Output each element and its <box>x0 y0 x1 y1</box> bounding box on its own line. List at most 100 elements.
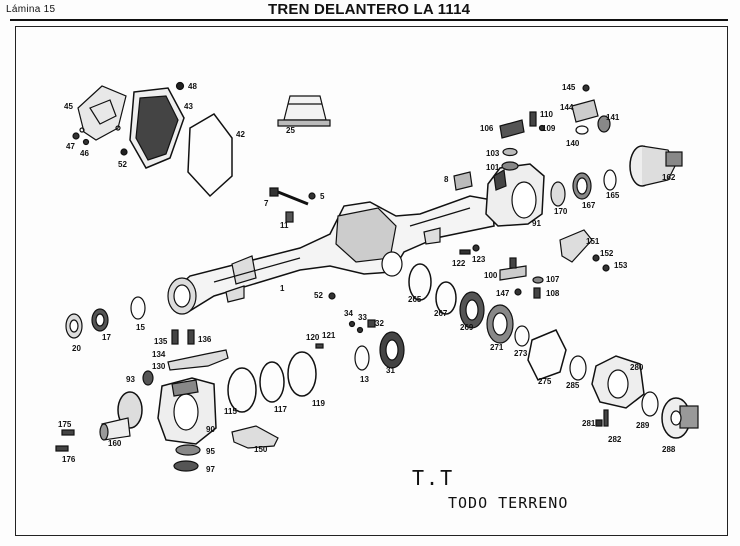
bolt-part <box>61 429 75 436</box>
part-label: 273 <box>514 349 528 358</box>
part-label: 167 <box>582 201 596 210</box>
bolt-part <box>603 409 609 427</box>
part-label: 52 <box>314 291 323 300</box>
seal-part <box>569 355 587 381</box>
nut-part <box>120 148 128 156</box>
bolt-part <box>529 111 537 127</box>
buffer-part <box>277 95 331 127</box>
part-label: 150 <box>254 445 268 454</box>
part-label: 176 <box>62 455 76 464</box>
bearing-part <box>550 181 566 207</box>
part-label: 285 <box>566 381 580 390</box>
nut-part <box>538 124 546 132</box>
part-label: 47 <box>66 142 75 151</box>
part-label: 141 <box>606 113 620 122</box>
part-label: 269 <box>460 323 474 332</box>
bushing-part <box>285 211 294 223</box>
part-label: 267 <box>434 309 448 318</box>
part-label: 135 <box>154 337 168 346</box>
model-code: T.T <box>412 466 455 490</box>
part-label: 115 <box>224 407 237 416</box>
nut-part <box>592 254 600 262</box>
bearing-part <box>572 172 592 200</box>
bearing-part <box>486 304 514 344</box>
part-label: 123 <box>472 255 486 264</box>
washer-part <box>82 138 90 146</box>
part-label: 289 <box>636 421 650 430</box>
part-label: 8 <box>444 175 449 184</box>
arm-part <box>571 99 599 123</box>
part-label: 31 <box>386 366 395 375</box>
part-label: 288 <box>662 445 676 454</box>
part-label: 106 <box>480 124 494 133</box>
nut-part <box>348 320 356 328</box>
part-label: 110 <box>540 110 553 119</box>
steering-arm-part <box>559 229 593 263</box>
part-label: 145 <box>562 83 576 92</box>
model-description: TODO TERRENO <box>448 494 569 512</box>
part-label: 121 <box>322 331 336 340</box>
cover-plate-part <box>129 87 185 169</box>
bolt-part <box>533 287 541 299</box>
part-label: 108 <box>546 289 560 298</box>
part-label: 11 <box>280 221 289 230</box>
part-label: 151 <box>586 237 600 246</box>
part-label: 43 <box>184 102 193 111</box>
part-label: 134 <box>152 350 166 359</box>
screw-part <box>72 132 80 140</box>
diagram-frame <box>15 26 728 536</box>
washer-part <box>502 147 518 157</box>
nut-part <box>328 292 336 300</box>
bolt-part <box>367 319 376 328</box>
ring-part <box>354 345 370 371</box>
part-label: 265 <box>408 295 422 304</box>
part-label: 17 <box>102 333 111 342</box>
cap-part <box>499 119 525 139</box>
seal-ring-part <box>408 263 432 301</box>
ring-part <box>130 296 146 320</box>
washer-part <box>532 276 544 284</box>
part-label: 91 <box>532 219 541 228</box>
part-label: 97 <box>206 465 215 474</box>
nut-part <box>582 84 590 92</box>
part-label: 34 <box>344 309 353 318</box>
seal-part <box>173 460 199 472</box>
part-label: 144 <box>560 103 574 112</box>
part-label: 32 <box>375 319 384 328</box>
part-label: 136 <box>198 335 212 344</box>
ring-part <box>287 351 317 397</box>
part-label: 119 <box>312 399 325 408</box>
washer-part <box>501 161 519 171</box>
drive-flange-part <box>661 397 699 439</box>
part-label: 42 <box>236 130 245 139</box>
bracket-part <box>77 85 127 141</box>
steering-knuckle-part <box>157 377 217 445</box>
part-label: 25 <box>286 126 295 135</box>
bolt-part <box>187 329 195 345</box>
gasket-part <box>527 329 567 381</box>
nut-part <box>472 244 480 252</box>
steering-arm-part <box>167 349 229 371</box>
part-label: 120 <box>306 333 320 342</box>
ring-part <box>514 325 530 347</box>
part-label: 95 <box>206 447 215 456</box>
part-label: 5 <box>320 192 325 201</box>
part-label: 130 <box>152 362 166 371</box>
part-label: 90 <box>206 425 215 434</box>
part-label: 160 <box>108 439 122 448</box>
nut-part <box>308 192 316 200</box>
part-label: 107 <box>546 275 560 284</box>
bolt-part <box>269 187 309 206</box>
part-label: 117 <box>274 405 287 414</box>
gasket-part <box>187 113 233 198</box>
seal-part <box>175 444 201 456</box>
part-label: 271 <box>490 343 504 352</box>
hub-part <box>591 355 645 409</box>
flange-hub-part <box>629 145 683 187</box>
bolt-part <box>315 343 324 349</box>
cap-part <box>499 265 527 281</box>
part-label: 175 <box>58 420 72 429</box>
part-label: 170 <box>554 207 568 216</box>
part-label: 280 <box>630 363 644 372</box>
